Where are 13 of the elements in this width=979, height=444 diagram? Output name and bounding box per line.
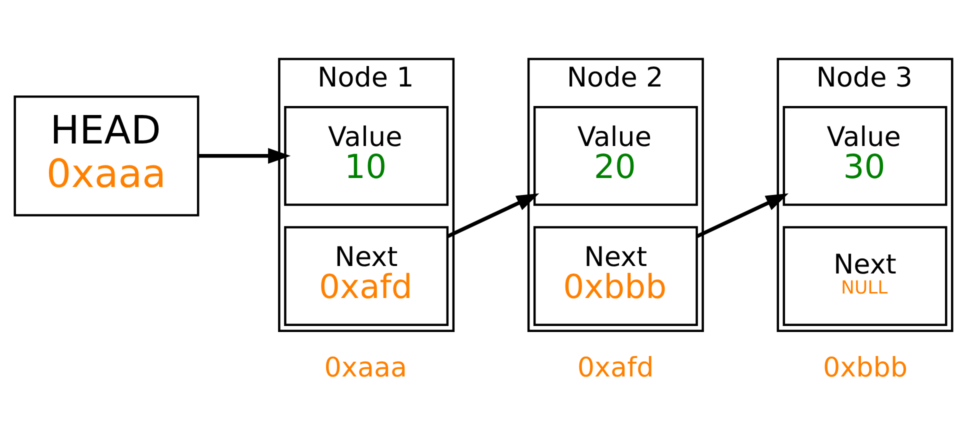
node-box: Next 0xbbb [533,226,698,326]
node-label: 0xbbb [822,352,908,384]
node-box: Value 20 [533,106,698,206]
node-label: 0xaaa [324,352,408,384]
node-box: Value 30 [782,106,948,206]
node-box: Next 0xafd [284,226,449,326]
node-box: Value 10 [284,106,449,206]
node-box: HEAD 0xaaa [14,95,200,216]
arrow [446,193,540,238]
node-box: Next NULL [782,226,948,326]
arrow [696,193,789,238]
node-label: 0xafd [577,352,654,384]
arrow [198,148,291,164]
